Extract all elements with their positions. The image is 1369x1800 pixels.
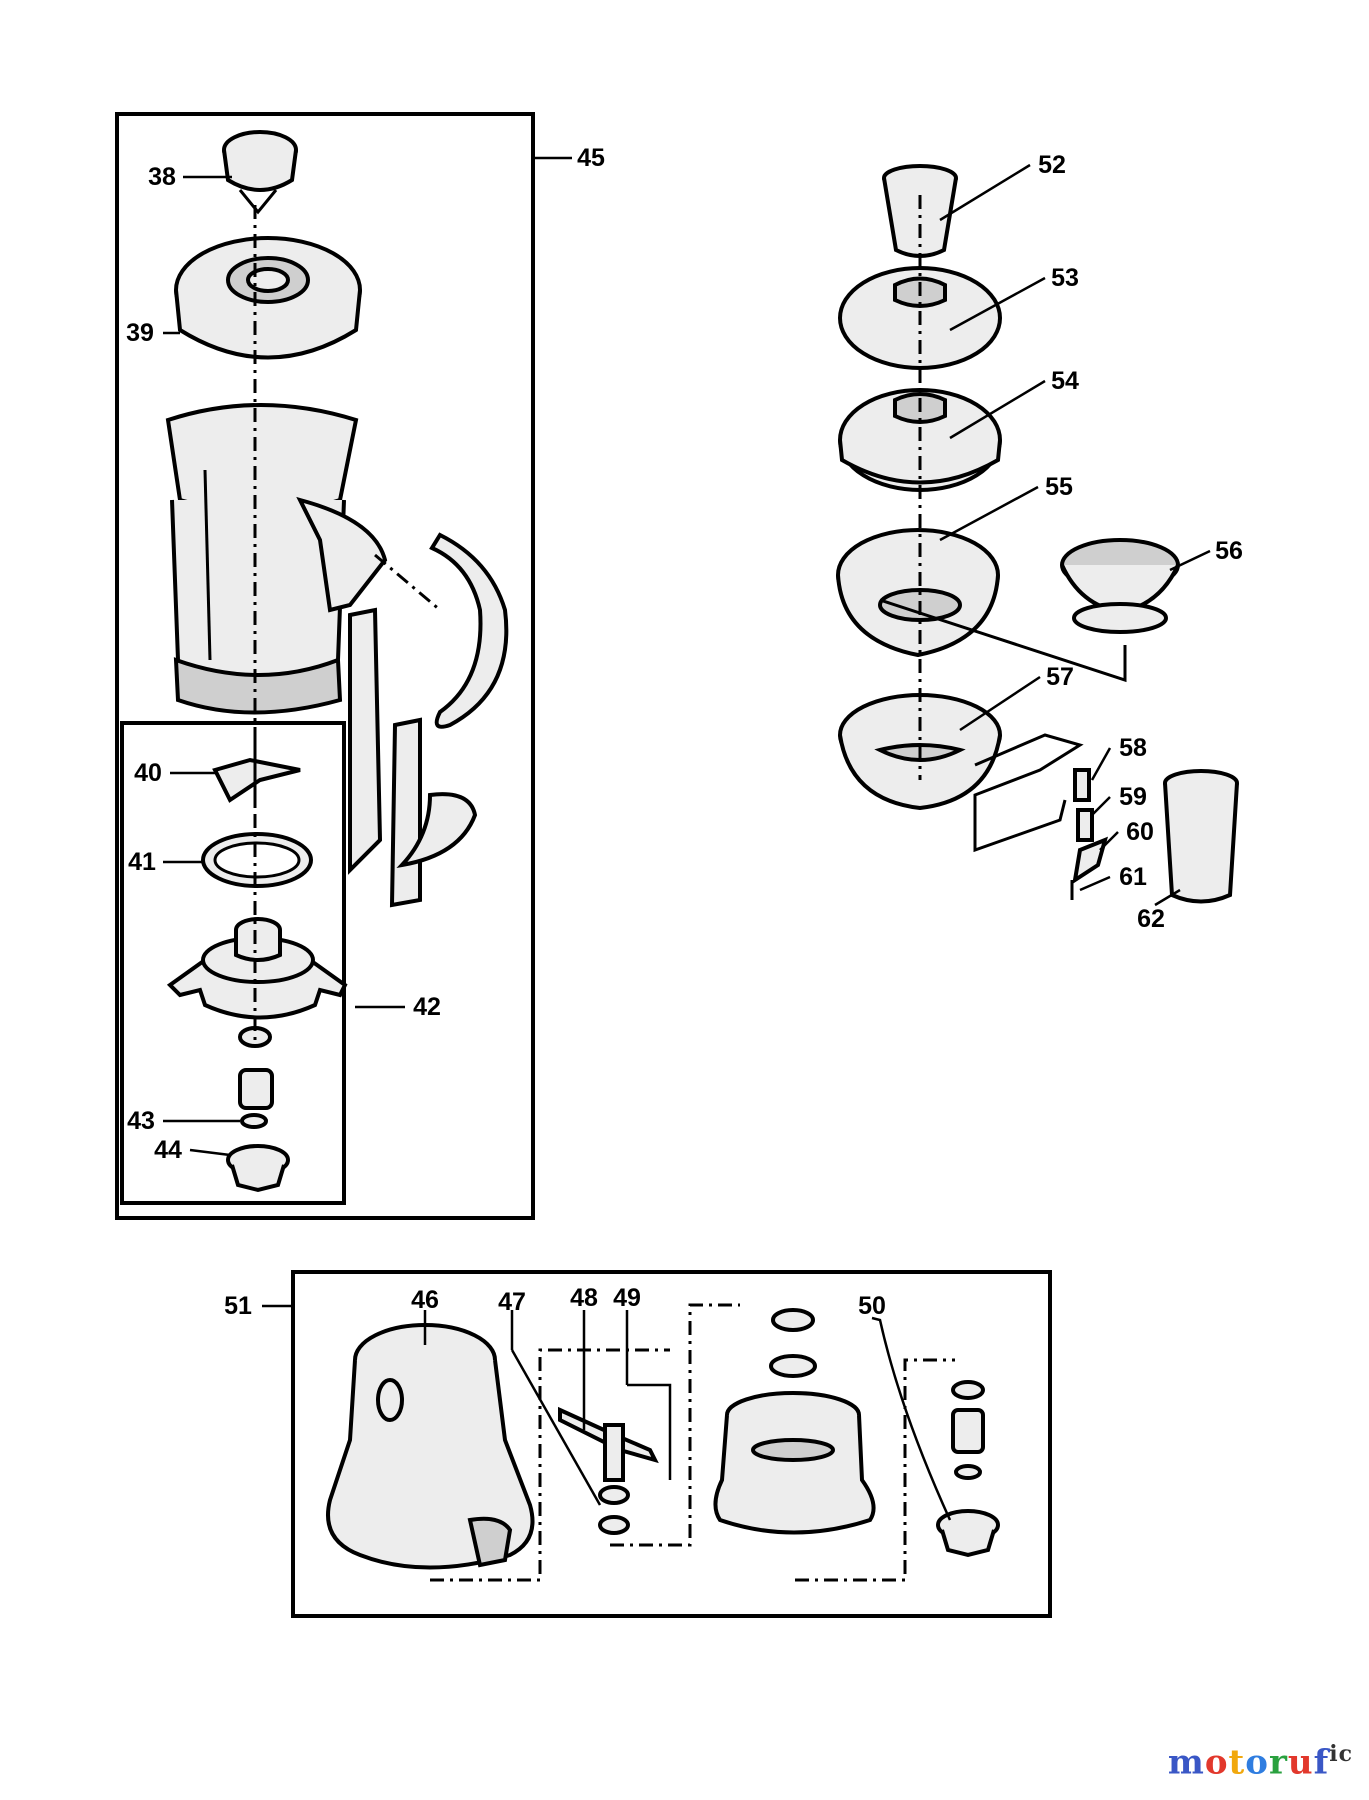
callout-46: 46	[411, 1286, 439, 1314]
part-52-pusher	[882, 163, 1031, 258]
callout-51: 51	[224, 1292, 252, 1320]
part-58-61-spout	[973, 733, 1119, 900]
assembly-45-frame	[115, 112, 535, 1220]
callout-56: 56	[1215, 537, 1243, 565]
callout-53: 53	[1051, 264, 1079, 292]
part-mill-base	[713, 1308, 876, 1535]
callout-48: 48	[570, 1284, 598, 1312]
part-handle-grip	[348, 532, 509, 908]
part-40-blade	[170, 735, 301, 805]
callout-60: 60	[1126, 818, 1154, 846]
callout-61: 61	[1119, 863, 1147, 891]
assembly-51-frame	[291, 1270, 1052, 1618]
part-43-washer-and-bushing	[163, 1026, 274, 1129]
callout-49: 49	[613, 1284, 641, 1312]
callout-55: 55	[1045, 473, 1073, 501]
part-jug	[165, 403, 388, 715]
callout-39: 39	[126, 319, 154, 347]
callout-38: 38	[148, 163, 176, 191]
part-57-base-bowl	[838, 598, 1127, 811]
assembly-45-blender	[115, 112, 572, 1220]
part-53-cover	[838, 266, 1046, 370]
callout-59: 59	[1119, 783, 1147, 811]
callout-58: 58	[1119, 734, 1147, 762]
callout-47: 47	[498, 1288, 526, 1316]
callout-52: 52	[1038, 151, 1066, 179]
part-39-jug-lid	[163, 236, 362, 360]
callout-41: 41	[128, 848, 156, 876]
part-38-measuring-cap	[183, 130, 298, 215]
callout-42: 42	[413, 993, 441, 1021]
callout-50: 50	[858, 1292, 886, 1320]
assembly-juicer	[836, 163, 1239, 907]
callout-62: 62	[1137, 905, 1165, 933]
callout-45: 45	[577, 144, 605, 172]
part-47-49-blade-set	[510, 1310, 672, 1535]
callout-54: 54	[1051, 367, 1079, 395]
assembly-51-mill	[262, 1270, 1052, 1618]
part-62-cup	[1154, 769, 1239, 907]
part-54-lid	[838, 379, 1046, 492]
callout-57: 57	[1046, 663, 1074, 691]
callout-43: 43	[127, 1107, 155, 1135]
part-44-coupler	[189, 1144, 290, 1193]
part-50-coupler-stack	[871, 1316, 1000, 1558]
part-41-seal-ring	[163, 832, 313, 888]
part-55-filter-bowl	[836, 485, 1039, 658]
part-blade-base	[166, 917, 405, 1020]
callout-40: 40	[134, 759, 162, 787]
callout-44: 44	[154, 1136, 182, 1164]
part-56-strainer	[1060, 538, 1211, 634]
part-46-mill-cup	[326, 1310, 535, 1570]
motoruf-watermark: motorufic	[1167, 1740, 1353, 1782]
assembly-42-frame	[120, 721, 346, 1205]
